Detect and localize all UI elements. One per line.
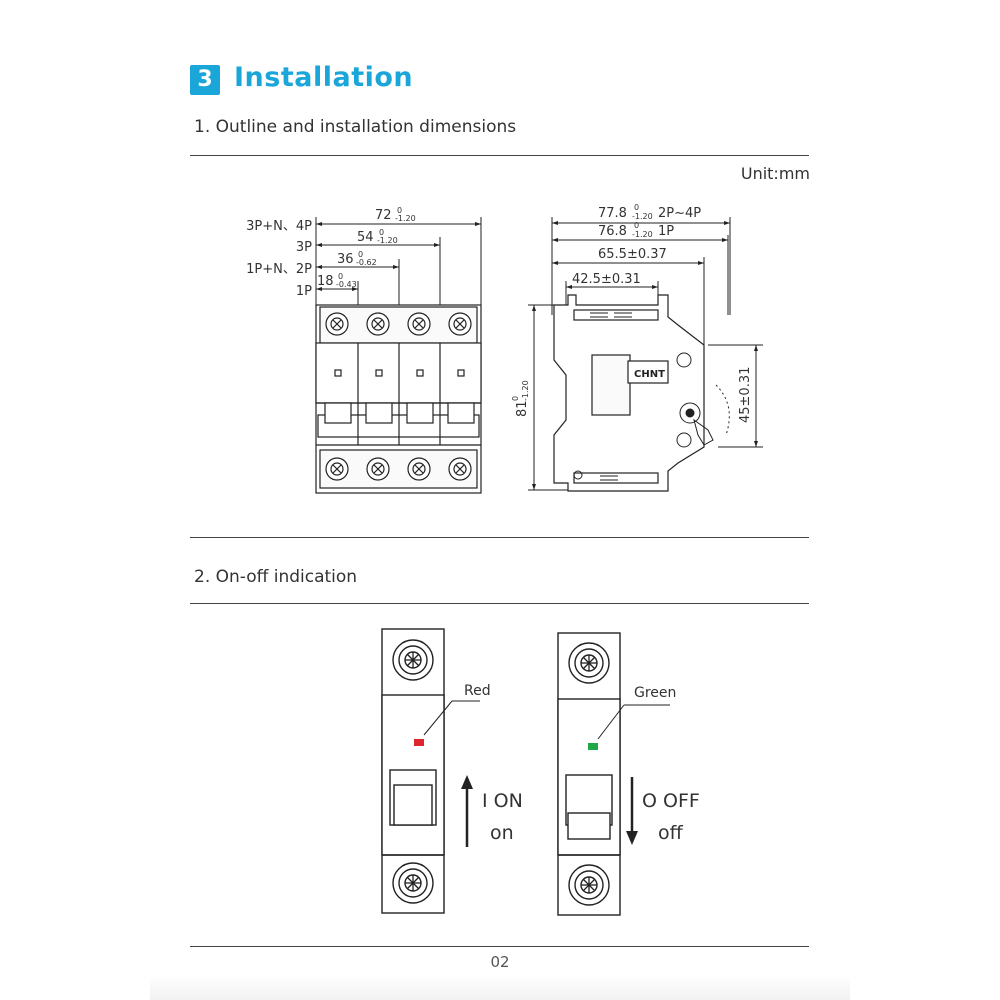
on-label: on: [490, 822, 514, 844]
dim-76-8: 76.8: [598, 224, 627, 239]
divider-line: [190, 603, 809, 604]
dim-72: 72: [375, 208, 392, 223]
dim-76-8-note: 1P: [658, 224, 674, 239]
dim-72-upper: 0: [397, 206, 402, 215]
breaker-on: [381, 628, 445, 914]
dim-18-lower: -0.43: [336, 280, 357, 289]
section-number-badge: 3: [190, 65, 220, 95]
divider-line: [190, 155, 809, 156]
dim-81-upper: 0: [511, 396, 520, 401]
divider-line: [190, 537, 809, 538]
divider-line: [190, 946, 809, 947]
page-number: 02: [490, 953, 510, 971]
subsection-title-indication: 2. On-off indication: [194, 567, 358, 587]
red-callout: Red: [464, 683, 491, 699]
dim-77-8-note: 2P~4P: [658, 206, 701, 221]
green-indicator: [588, 743, 598, 750]
dim-76-8-lower: -1.20: [632, 230, 653, 239]
dim-81: 81: [515, 400, 530, 417]
label-2p: 1P+N、2P: [246, 262, 312, 277]
dim-54-upper: 0: [379, 228, 384, 237]
off-symbol-label: O OFF: [642, 790, 700, 812]
label-1p: 1P: [296, 284, 312, 299]
dim-65-5: 65.5±0.37: [598, 247, 667, 262]
unit-label: Unit:mm: [740, 164, 810, 183]
dim-76-8-upper: 0: [634, 221, 639, 230]
dim-36-lower: -0.62: [356, 258, 377, 267]
off-label: off: [658, 822, 684, 844]
dim-45: 45±0.31: [738, 367, 753, 423]
dim-42-5: 42.5±0.31: [572, 272, 641, 287]
brand-logo-text: CHNT: [634, 369, 665, 380]
red-indicator: [414, 739, 424, 746]
subsection-title-dimensions: 1. Outline and installation dimensions: [194, 117, 517, 137]
footer-shade: [150, 975, 850, 1000]
green-callout: Green: [634, 685, 676, 701]
dim-81-lower: -1.20: [521, 380, 530, 401]
label-4p: 3P+N、4P: [246, 219, 312, 234]
on-symbol-label: I ON: [482, 790, 523, 812]
dim-72-lower: -1.20: [395, 214, 416, 223]
dim-18: 18: [317, 274, 334, 289]
label-3p: 3P: [296, 240, 312, 255]
dim-18-upper: 0: [338, 272, 343, 281]
dim-54: 54: [357, 230, 374, 245]
section-title: Installation: [234, 62, 414, 93]
side-view-drawing: 77.8 0 -1.20 2P~4P 76.8 0 -1.20 1P 65.5±…: [511, 203, 763, 492]
dim-36-upper: 0: [358, 250, 363, 259]
indication-drawing: Red I ON on Green O OFF off: [381, 628, 700, 916]
dim-77-8-lower: -1.20: [632, 212, 653, 221]
dim-77-8: 77.8: [598, 206, 627, 221]
front-view-drawing: 3P+N、4P 3P 1P+N、2P 1P 72 0 -1.20 54 0 -1…: [246, 206, 482, 494]
dim-54-lower: -1.20: [377, 236, 398, 245]
dim-77-8-upper: 0: [634, 203, 639, 212]
dim-36: 36: [337, 252, 354, 267]
breaker-off: [557, 632, 621, 916]
